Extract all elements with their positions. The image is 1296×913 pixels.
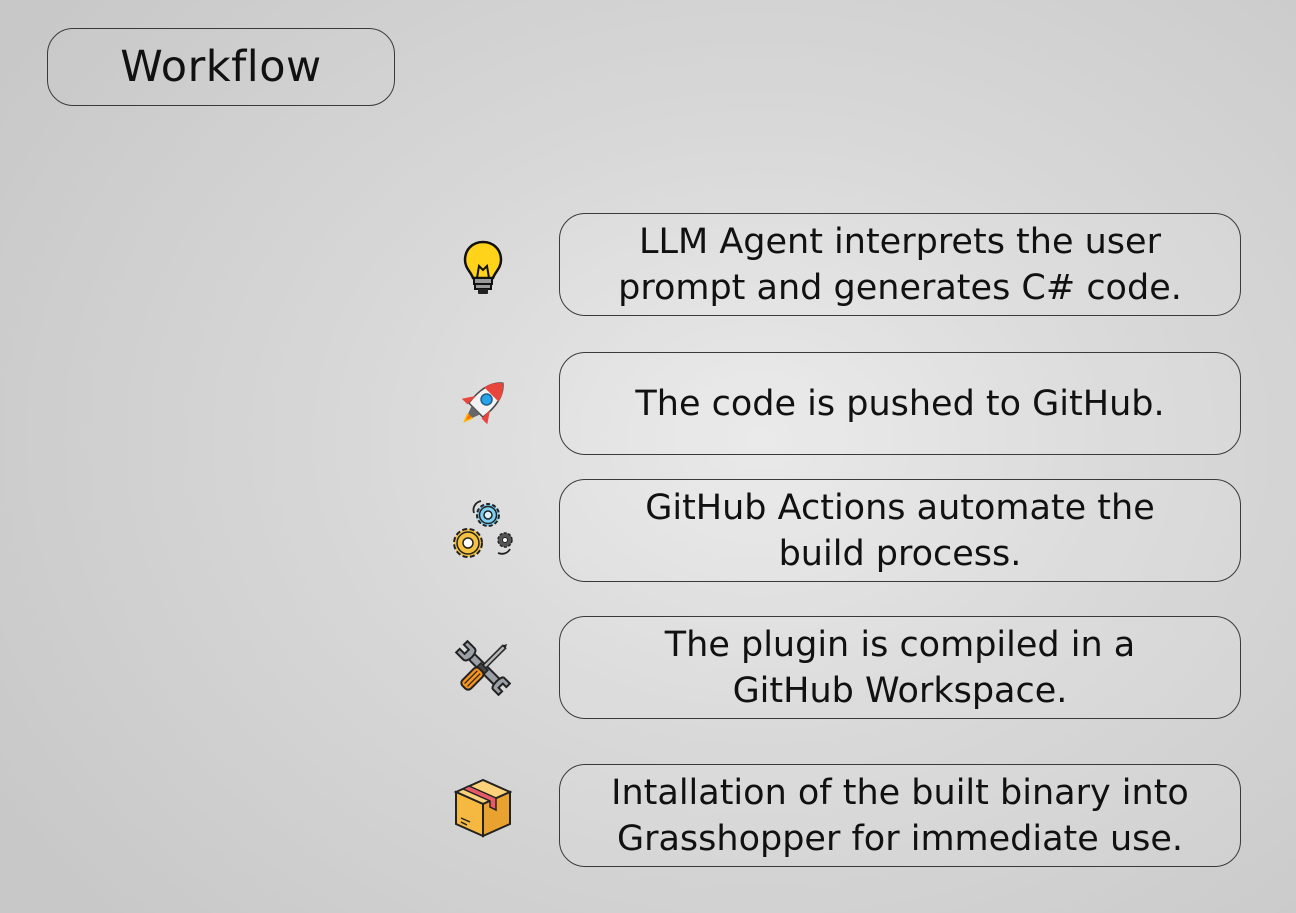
step-1-line-2: prompt and generates C# code.: [618, 267, 1182, 308]
step-box-1: LLM Agent interprets the user prompt and…: [559, 213, 1241, 316]
page-title: Workflow: [47, 28, 395, 106]
step-box-4: The plugin is compiled in a GitHub Works…: [559, 616, 1241, 719]
step-3-line-2: build process.: [778, 533, 1022, 574]
step-box-3: GitHub Actions automate the build proces…: [559, 479, 1241, 582]
lightbulb-icon: [448, 233, 518, 303]
tools-icon: [448, 633, 518, 703]
step-box-2: The code is pushed to GitHub.: [559, 352, 1241, 455]
step-2-line-1: The code is pushed to GitHub.: [635, 383, 1165, 424]
step-5-line-2: Grasshopper for immediate use.: [616, 818, 1184, 859]
step-4-line-1: The plugin is compiled in a: [664, 624, 1136, 665]
rocket-icon: [448, 368, 518, 438]
step-5-line-1: Intallation of the built binary into: [611, 772, 1189, 813]
step-4-line-2: GitHub Workspace.: [732, 670, 1068, 711]
gears-icon: [448, 495, 518, 565]
step-1-line-1: LLM Agent interprets the user: [639, 221, 1161, 262]
package-icon: [448, 772, 518, 842]
step-box-5: Intallation of the built binary into Gra…: [559, 764, 1241, 867]
step-3-line-1: GitHub Actions automate the: [645, 487, 1155, 528]
